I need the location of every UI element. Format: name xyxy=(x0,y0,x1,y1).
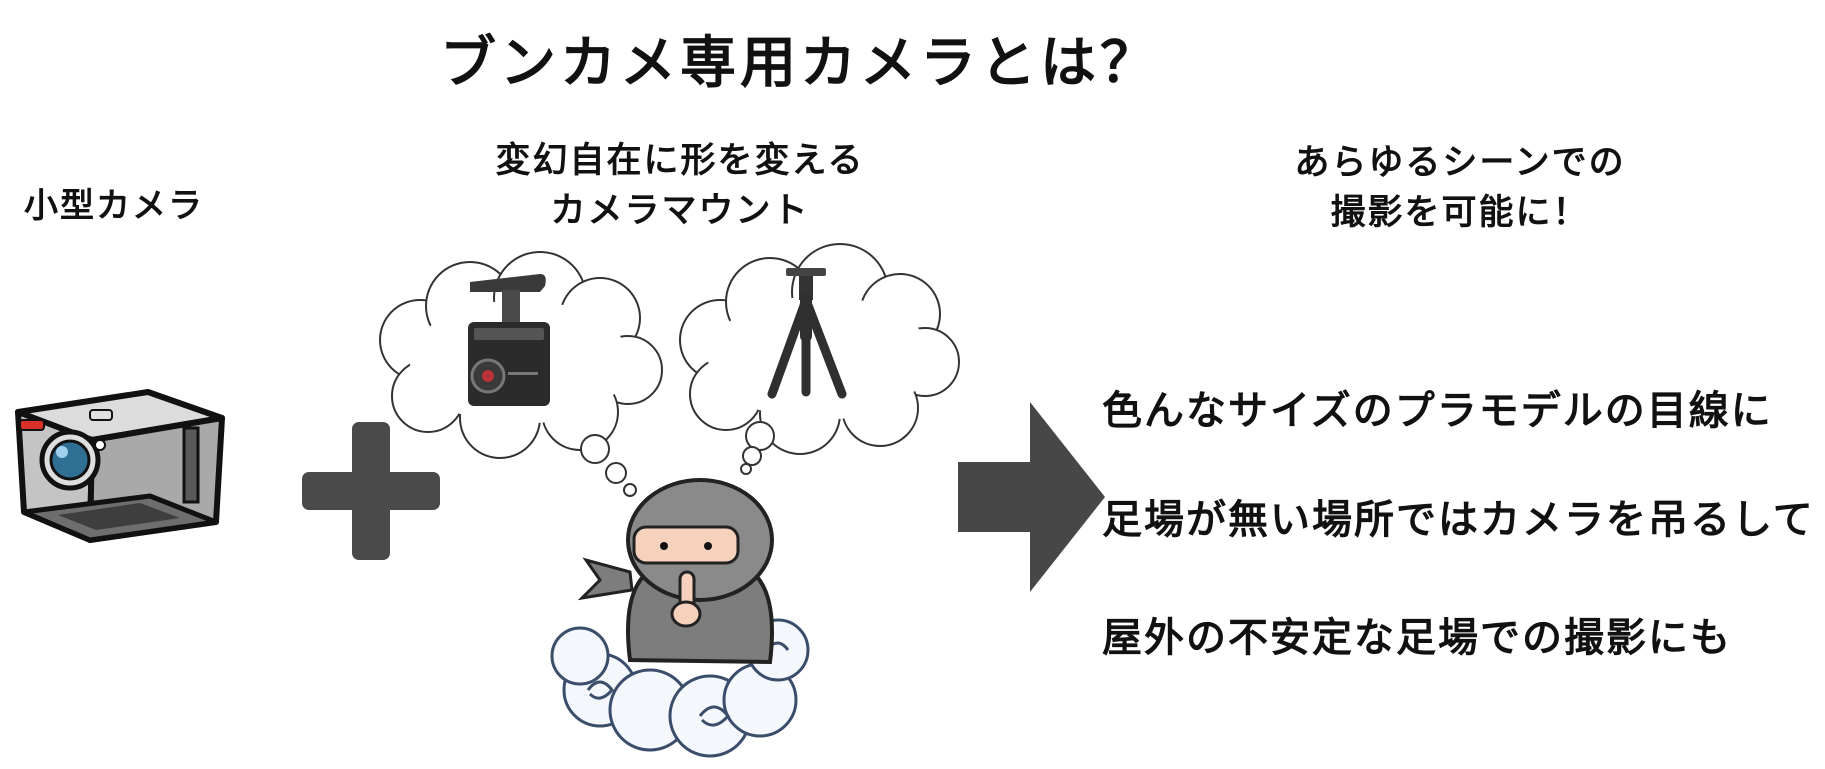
mount-label-line2: カメラマウント xyxy=(550,191,810,231)
small-camera-label: 小型カメラ xyxy=(24,186,204,226)
scene-label: あらゆるシーンでの 撮影を可能に！ xyxy=(1260,138,1660,238)
ninja-icon xyxy=(550,478,810,758)
benefit-item: 屋外の不安定な足場での撮影にも xyxy=(1102,615,1732,661)
benefit-item: 色んなサイズのプラモデルの目線に xyxy=(1102,388,1773,434)
plus-icon xyxy=(302,422,440,560)
dashcam-icon xyxy=(468,274,550,406)
tripod-icon xyxy=(767,268,847,399)
mount-label-line1: 変幻自在に形を変える xyxy=(495,141,865,181)
arrow-right-icon xyxy=(958,402,1105,592)
scene-label-line1: あらゆるシーンでの xyxy=(1294,143,1626,183)
benefit-item: 足場が無い場所ではカメラを吊るして xyxy=(1102,497,1815,543)
page-title: ブンカメ専用カメラとは？ xyxy=(440,31,1160,96)
scene-label-line2: 撮影を可能に！ xyxy=(1330,193,1590,233)
thought-cloud-right xyxy=(679,243,960,475)
camera-icon xyxy=(15,389,225,543)
mount-label: 変幻自在に形を変える カメラマウント xyxy=(470,136,890,236)
